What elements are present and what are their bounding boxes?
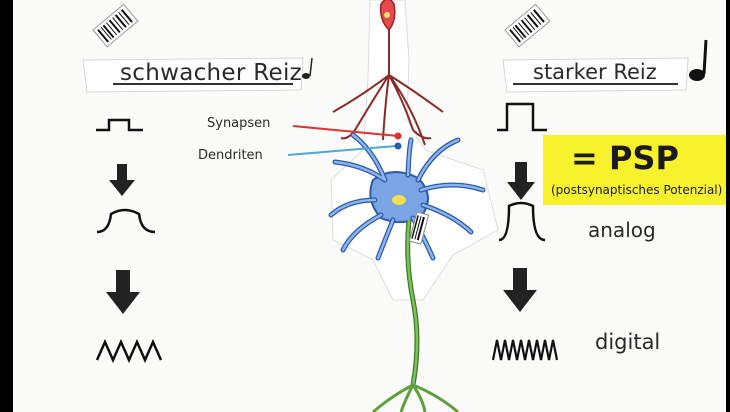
- strong-digital-signal: [491, 339, 559, 361]
- strong-stimulus-label: starker Reiz: [533, 60, 657, 84]
- dendrite-pointer: [287, 145, 397, 156]
- dendrite-dot: [394, 142, 402, 150]
- axon: [372, 219, 459, 412]
- arrow-down-icon: [503, 268, 537, 312]
- dendrites-label: Dendriten: [198, 148, 263, 163]
- psp-subtitle: (postsynaptisches Potenzial): [551, 183, 723, 197]
- whiteboard: schwacher Reiz starker Reiz Synapsen Den…: [13, 0, 726, 412]
- presynaptic-neuron: [332, 0, 444, 146]
- strong-analog-signal: [498, 201, 546, 242]
- strong-stimulus-pulse: [497, 102, 547, 132]
- synapses-label: Synapsen: [207, 116, 271, 131]
- arrow-down-icon: [507, 162, 535, 200]
- barcode-sticker-right: [504, 3, 551, 48]
- weak-digital-signal: [95, 338, 163, 364]
- drawing-canvas: [82, 0, 708, 412]
- analog-label: analog: [588, 218, 656, 242]
- postsynaptic-neuron: [328, 132, 486, 261]
- weak-stimulus-label: schwacher Reiz: [120, 60, 303, 86]
- psp-note: = PSP (postsynaptisches Potenzial): [543, 135, 726, 205]
- barcode-sticker-axon: [408, 211, 430, 245]
- synapse-pointer: [292, 125, 399, 137]
- loud-note-icon: [689, 39, 708, 81]
- barcode-sticker-left: [92, 3, 139, 48]
- arrow-down-icon: [106, 270, 140, 314]
- synapse-dot: [394, 132, 402, 140]
- weak-analog-signal: [96, 208, 156, 234]
- digital-label: digital: [595, 330, 661, 354]
- quiet-note-icon: [302, 57, 313, 79]
- psp-title: = PSP: [571, 139, 679, 177]
- arrow-down-icon: [109, 164, 135, 196]
- weak-stimulus-pulse: [96, 118, 143, 132]
